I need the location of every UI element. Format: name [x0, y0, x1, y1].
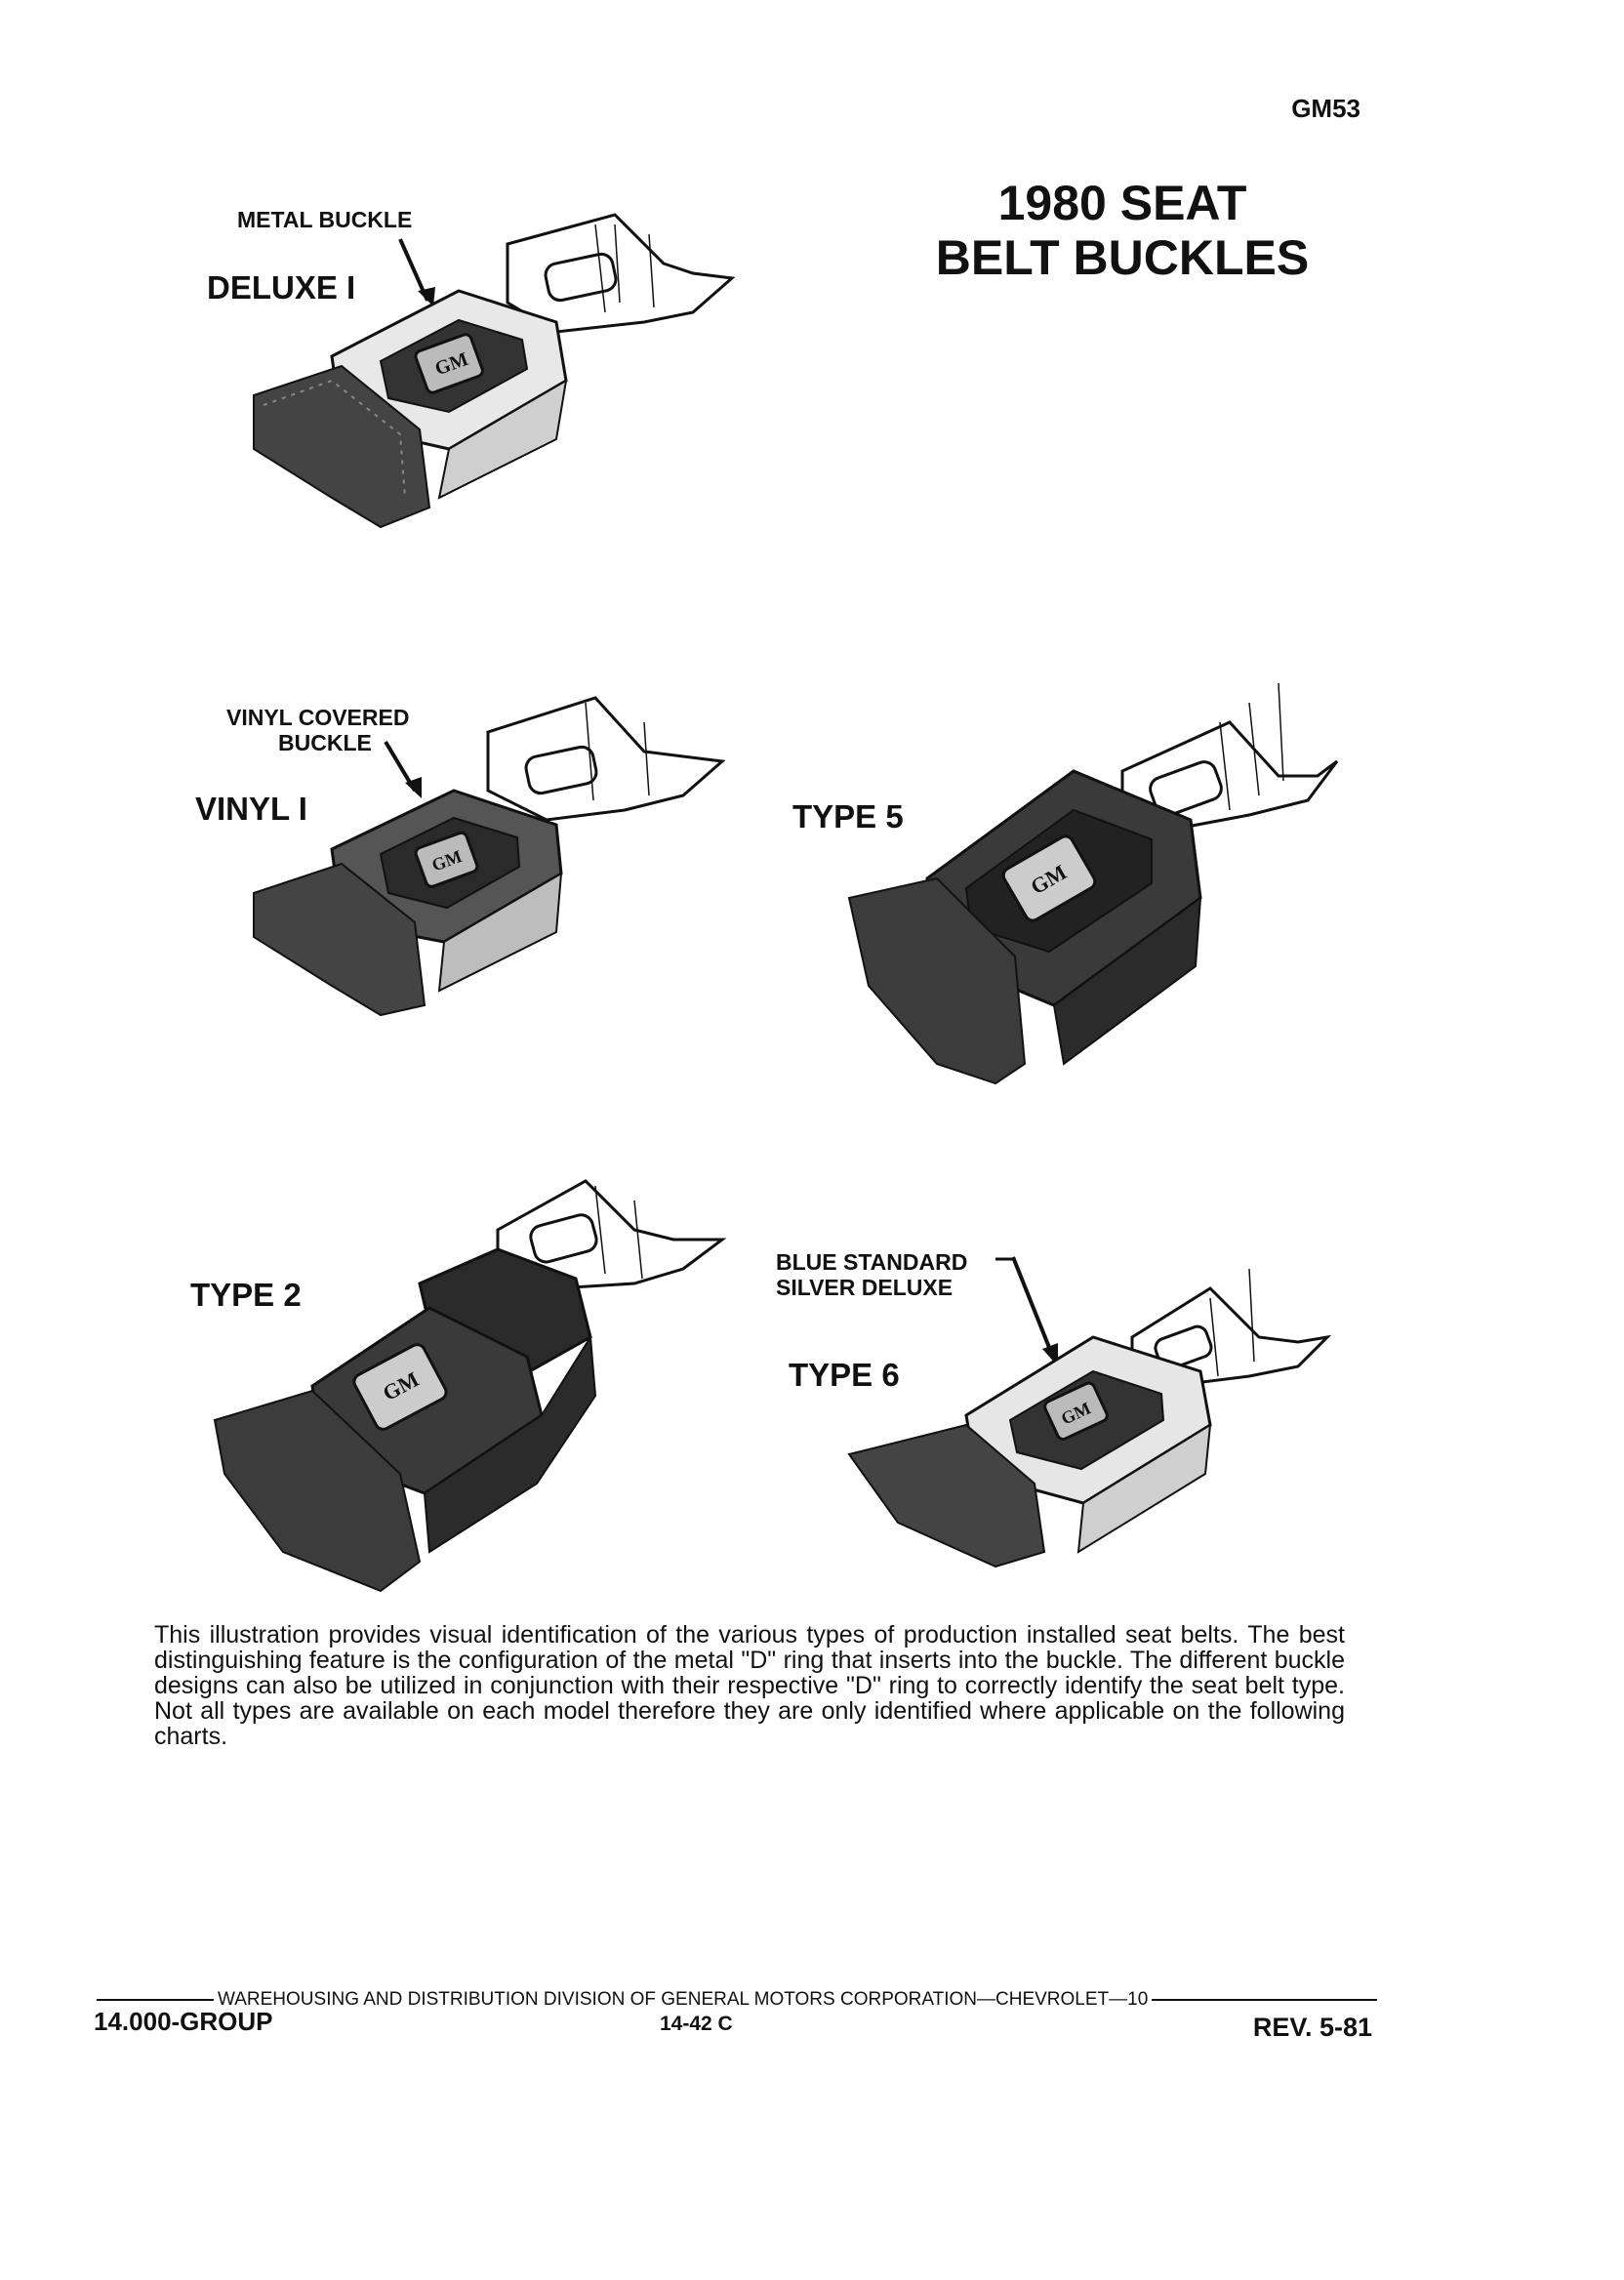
page-title: 1980 SEAT BELT BUCKLES — [917, 176, 1327, 285]
vinyl-buckle-illustration: GM — [253, 696, 726, 1017]
footer-division-text: WAREHOUSING AND DISTRIBUTION DIVISION OF… — [218, 1989, 1149, 2010]
footer-group: 14.000-GROUP — [94, 2007, 273, 2036]
title-line-2: BELT BUCKLES — [935, 230, 1310, 285]
silver-deluxe-callout: SILVER DELUXE — [776, 1275, 954, 1300]
type-6-label: TYPE 6 — [789, 1357, 900, 1393]
deluxe-buckle-illustration: GM — [253, 213, 736, 529]
type-2-buckle-illustration: GM — [213, 1179, 727, 1593]
type-6-buckle-illustration: GM — [847, 1256, 1332, 1568]
type-2-label: TYPE 2 — [190, 1277, 302, 1313]
description-paragraph: This illustration provides visual identi… — [154, 1621, 1345, 1750]
title-line-1: 1980 SEAT — [997, 176, 1247, 230]
footer-rule-left — [97, 1999, 214, 2001]
deluxe-label: DELUXE I — [207, 269, 356, 305]
vinyl-covered-callout-line-2: BUCKLE — [278, 730, 372, 755]
footer-revision: REV. 5-81 — [1252, 2013, 1372, 2042]
vinyl-covered-callout-line-1: VINYL COVERED — [226, 705, 410, 730]
type-5-buckle-illustration: GM — [847, 682, 1339, 1085]
vinyl-label: VINYL I — [195, 791, 307, 827]
blue-standard-callout: BLUE STANDARD — [776, 1249, 968, 1275]
metal-buckle-callout: METAL BUCKLE — [237, 207, 413, 232]
footer-division-line: WAREHOUSING AND DISTRIBUTION DIVISION OF… — [93, 1989, 1381, 2011]
footer-page-number: 14-42 C — [660, 2013, 733, 2035]
type-5-label: TYPE 5 — [792, 798, 904, 835]
footer-rule-right — [1152, 1999, 1377, 2001]
document-code: GM53 — [1291, 94, 1360, 123]
